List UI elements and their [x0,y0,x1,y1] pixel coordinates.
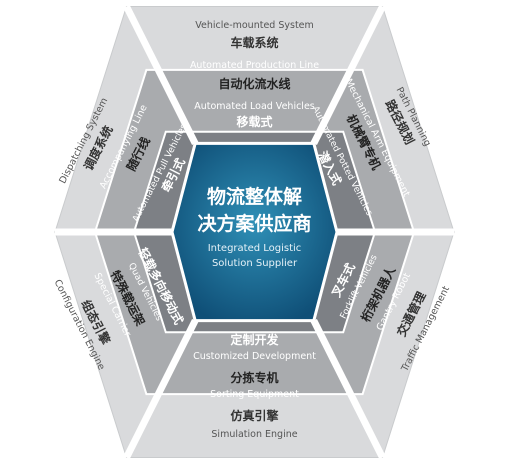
center-title-line2: 决方案供应商 [197,212,311,235]
center-hexagon [170,141,339,323]
top-ring1-zh: 移载式 [236,114,272,129]
separator-lower-right [310,319,386,460]
top-ring2-en: Automated Production Line [190,60,319,71]
sector-top: Vehicle-mounted System 车载系统 Automated Pr… [190,20,319,129]
middle-ring-border [93,68,416,396]
top-ring3-zh: 车载系统 [230,35,278,50]
separator-upper-left [123,4,199,145]
center-title-line1: 物流整体解 [207,185,302,208]
sector-separators [55,4,454,460]
center-en-line1: Integrated Logistic [208,243,302,254]
top-ring1-en: Automated Load Vehicles [194,101,315,112]
bottom-ring2-en: Sorting Equipment [210,389,299,400]
center-en-line2: Solution Supplier [212,258,298,269]
separator-lower-left [123,319,199,460]
top-ring3-en: Vehicle-mounted System [195,20,314,31]
bottom-ring1-zh: 定制开发 [230,332,279,347]
sector-bottom: 定制开发 Customized Development 分拣专机 Sorting… [193,332,316,440]
bottom-ring3-en: Simulation Engine [211,429,297,440]
inner-ring-border [132,130,377,334]
separator-upper-right [310,4,386,145]
bottom-ring1-en: Customized Development [193,351,316,362]
bottom-ring3-zh: 仿真引擎 [230,408,278,423]
top-ring2-zh: 自动化流水线 [218,76,290,91]
bottom-ring2-zh: 分拣专机 [230,370,278,385]
